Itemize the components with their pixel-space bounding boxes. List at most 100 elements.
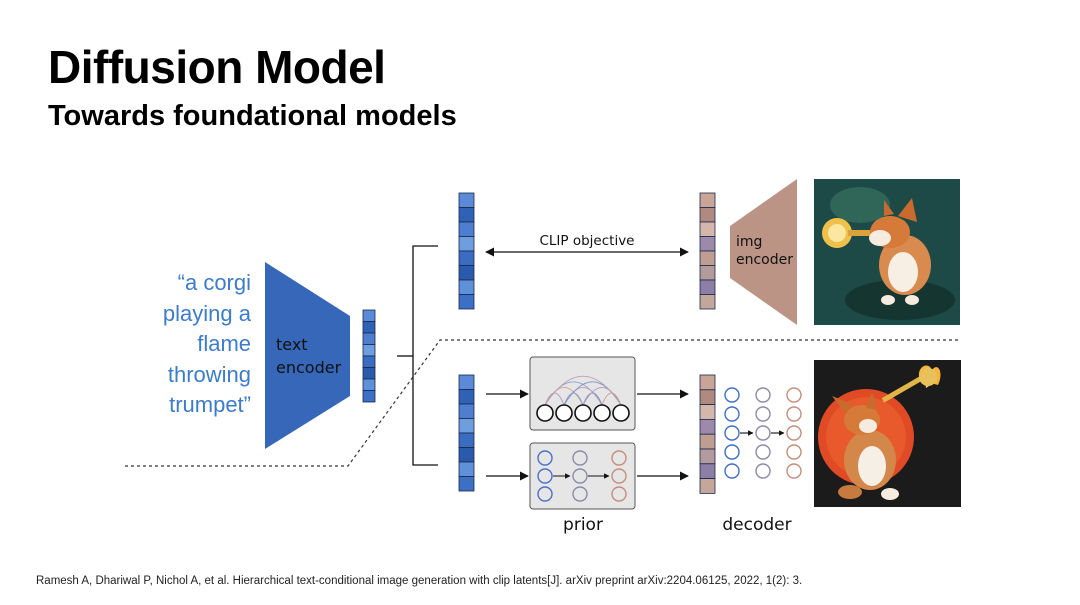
slide-subtitle: Towards foundational models: [48, 100, 457, 132]
img-encoder-label: encoder: [736, 252, 793, 268]
diffusion-node: [537, 468, 553, 484]
decoder-node: [724, 387, 740, 403]
embedding-cell: [699, 192, 716, 208]
diffusion-node: [572, 468, 588, 484]
decoder-node: [786, 425, 802, 441]
embedding-cell: [458, 279, 475, 295]
embedding-cell: [362, 309, 376, 322]
decoder-node: [786, 444, 802, 460]
decoder-node: [755, 425, 771, 441]
embedding-cell: [362, 355, 376, 368]
embedding-cell: [699, 207, 716, 223]
prior-autoregressive-box: [529, 356, 636, 431]
decoder-node: [755, 444, 771, 460]
prompt-line: throwing: [167, 361, 251, 387]
embedding-cell: [362, 344, 376, 357]
embedding-cell: [699, 389, 716, 405]
decoder-node: [724, 444, 740, 460]
embedding-cell: [458, 294, 475, 310]
token-node: [536, 404, 554, 422]
diffusion-node: [537, 486, 553, 502]
embedding-cell: [699, 463, 716, 479]
embedding-cell: [699, 418, 716, 435]
embedding-cell: [699, 294, 716, 310]
embedding-cell: [362, 332, 376, 345]
embedding-cell: [699, 433, 716, 450]
embedding-cell: [699, 236, 716, 252]
diffusion-node: [611, 486, 627, 502]
embedding-cell: [458, 461, 475, 477]
embedding-cell: [362, 378, 376, 391]
embedding-cell: [699, 374, 716, 391]
decoder-label: decoder: [722, 515, 791, 535]
embedding-cell: [699, 279, 716, 295]
decoder-node: [755, 406, 771, 422]
embedding-cell: [458, 403, 475, 419]
clip-objective-label: CLIP objective: [539, 233, 634, 249]
prompt-line: flame: [197, 331, 251, 356]
text-encoder-label: encoder: [276, 358, 342, 377]
prior-label: prior: [563, 515, 603, 535]
prompt-line: playing a: [162, 300, 251, 326]
embedding-cell: [699, 250, 716, 266]
token-node: [593, 404, 611, 422]
decoder-node: [724, 406, 740, 422]
decoder-node: [755, 387, 771, 403]
decoder-network: [724, 387, 802, 479]
img-encoder-label: img: [736, 234, 762, 250]
img-encoder: img encoder: [730, 179, 797, 325]
embedding-cell: [458, 418, 475, 434]
diffusion-node: [537, 450, 553, 466]
prompt-line: “a corgi: [177, 270, 251, 295]
decoder-node: [786, 406, 802, 422]
embedding-cell: [699, 265, 716, 281]
prior-diffusion-box: [529, 442, 636, 510]
embedding-cell: [458, 221, 475, 237]
dashed-divider: [125, 339, 960, 467]
embedding-cell: [699, 448, 716, 465]
token-node: [555, 404, 573, 422]
embedding-cell: [458, 447, 475, 463]
embedding-cell: [362, 321, 376, 334]
prior-text-embedding: [458, 374, 475, 492]
decoder-node: [786, 463, 802, 479]
prompt-line: trumpet”: [169, 392, 251, 417]
embedding-cell: [458, 389, 475, 405]
diffusion-node: [572, 450, 588, 466]
image-embedding: [699, 374, 716, 494]
clip-image-embedding: [699, 192, 716, 310]
text-embedding: [362, 309, 376, 403]
branch-connector: [397, 245, 438, 466]
embedding-cell: [458, 265, 475, 281]
embedding-cell: [458, 236, 475, 252]
slide-title: Diffusion Model: [48, 41, 386, 93]
decoder-node: [724, 463, 740, 479]
clip-text-embedding: [458, 192, 475, 310]
token-node: [612, 404, 630, 422]
diffusion-node: [611, 450, 627, 466]
embedding-cell: [458, 207, 475, 223]
decoder-node: [755, 463, 771, 479]
embedding-cell: [458, 432, 475, 448]
diffusion-node: [611, 468, 627, 484]
token-node: [574, 404, 592, 422]
embedding-cell: [362, 390, 376, 403]
embedding-cell: [458, 476, 475, 492]
embedding-cell: [362, 367, 376, 380]
decoder-node: [786, 387, 802, 403]
citation: Ramesh A, Dhariwal P, Nichol A, et al. H…: [36, 575, 803, 587]
embedding-cell: [458, 374, 475, 390]
corgi-trumpet-image: [814, 179, 960, 325]
attention-arc: [601, 392, 622, 406]
embedding-cell: [699, 478, 716, 494]
corgi-trombone-image: [814, 360, 961, 507]
embedding-cell: [699, 404, 716, 420]
embedding-cell: [458, 250, 475, 266]
attention-arc: [582, 387, 622, 406]
diffusion-node: [572, 486, 588, 502]
prompt-text: “a corgi playing a flame throwing trumpe…: [131, 268, 251, 421]
text-encoder: text encoder: [265, 262, 350, 449]
embedding-cell: [699, 221, 716, 237]
decoder-node: [724, 425, 740, 441]
